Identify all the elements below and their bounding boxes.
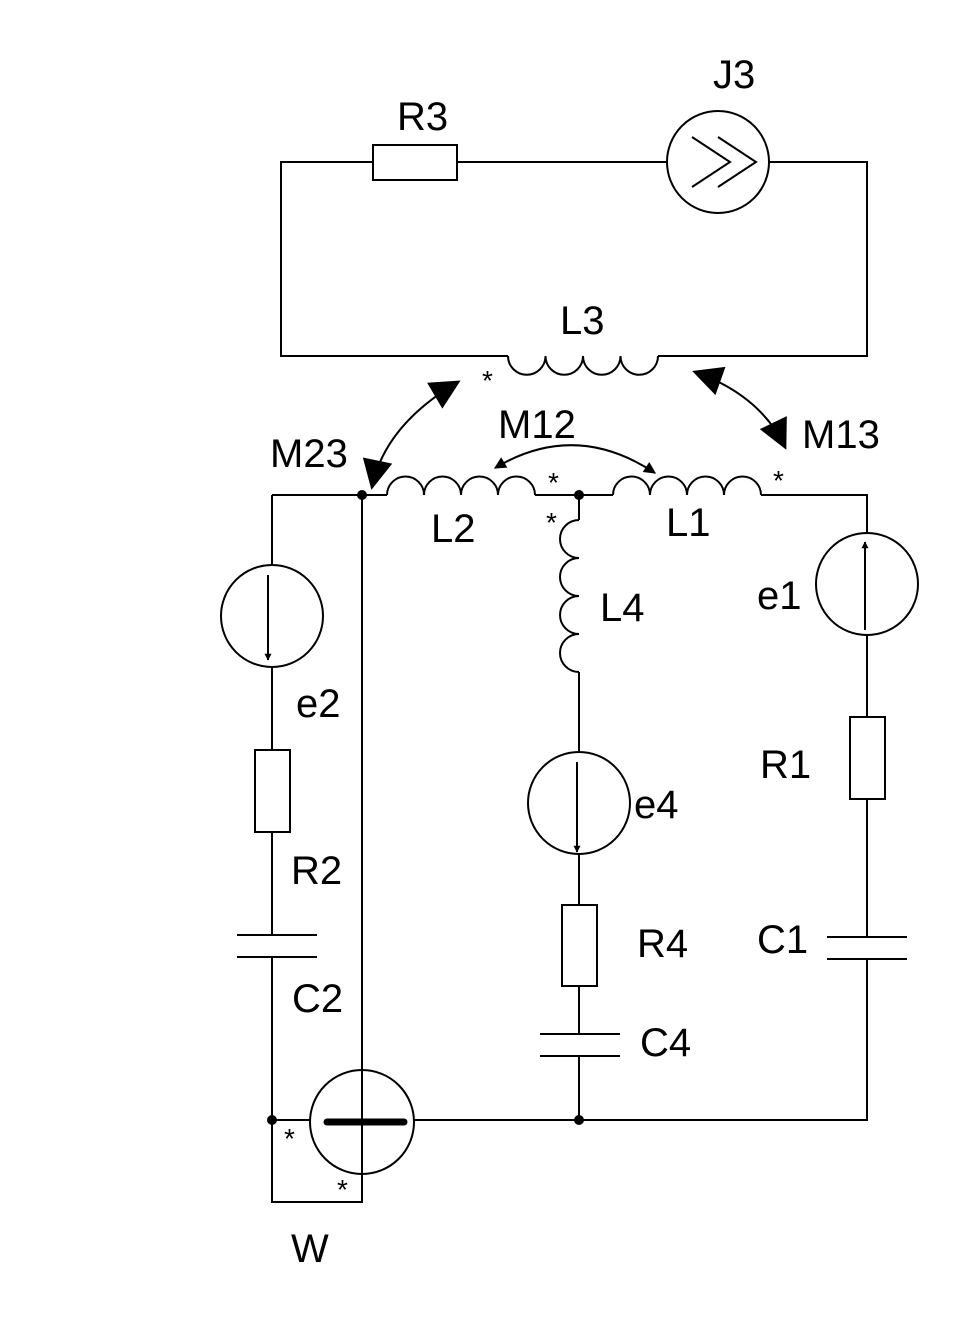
capacitor-C1 [827, 936, 907, 960]
label-C4: C4 [640, 1021, 691, 1065]
voltage-source-e2 [220, 564, 324, 668]
inductor-L1 [612, 475, 762, 496]
resistor-R1 [849, 716, 886, 800]
label-C1: C1 [757, 918, 808, 962]
junction-bottom-left [267, 1115, 277, 1125]
label-R2: R2 [291, 849, 342, 893]
arrow-M23 [362, 380, 461, 490]
top-loop-wires [280, 161, 868, 357]
capacitor-C4 [540, 1033, 620, 1057]
polarity-mark-W-current: * [284, 1123, 295, 1154]
polarity-mark-W-voltage: * [337, 1174, 348, 1205]
resistor-R4 [561, 904, 598, 987]
arrow-M12 [493, 444, 657, 474]
inductor-L3 [507, 355, 659, 376]
label-J3: J3 [713, 53, 755, 97]
resistor-R2 [254, 749, 291, 833]
label-R4: R4 [637, 922, 688, 966]
label-C2: C2 [292, 977, 343, 1021]
wire-left-branch [271, 495, 363, 1203]
voltage-source-e1 [815, 532, 919, 636]
label-e4: e4 [634, 783, 679, 827]
label-R1: R1 [760, 743, 811, 787]
label-L3: L3 [560, 299, 605, 343]
label-L1: L1 [666, 501, 711, 545]
arrow-M13 [692, 366, 787, 450]
label-M13: M13 [802, 413, 880, 457]
label-L4: L4 [600, 586, 645, 630]
inductor-L4 [559, 519, 580, 673]
polarity-mark-L2: * [548, 467, 559, 498]
label-e2: e2 [296, 682, 341, 726]
label-L2: L2 [431, 507, 476, 551]
junction-bottom-middle [574, 1115, 584, 1125]
inductor-L2 [386, 475, 536, 496]
polarity-mark-L4: * [546, 507, 557, 538]
capacitor-C2 [237, 934, 317, 958]
label-W: W [291, 1227, 329, 1271]
wire-right-branch [414, 635, 868, 1121]
label-M12: M12 [498, 403, 576, 447]
polarity-mark-L3: * [482, 365, 493, 396]
current-source-J3 [666, 110, 770, 214]
polarity-mark-L1: * [773, 465, 784, 496]
label-e1: e1 [757, 574, 802, 618]
voltage-source-e4 [527, 751, 631, 855]
wire-right-top [761, 494, 868, 533]
label-M23: M23 [270, 432, 348, 476]
label-R3: R3 [397, 95, 448, 139]
resistor-R3 [372, 144, 458, 181]
wattmeter-W [309, 1069, 415, 1175]
